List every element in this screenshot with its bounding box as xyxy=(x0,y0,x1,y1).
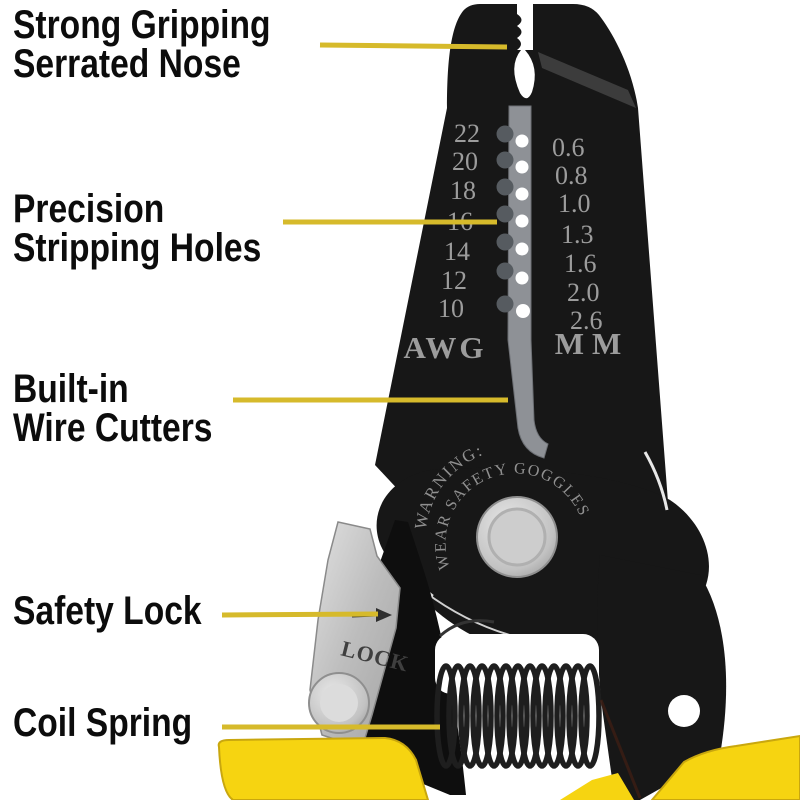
coil-spring xyxy=(434,663,602,769)
annotation-stripping-holes: Precision Stripping Holes xyxy=(13,187,262,270)
mm-value: 1.0 xyxy=(558,189,591,218)
awg-value: 18 xyxy=(450,176,476,205)
pivot-rivet-center xyxy=(487,507,547,567)
leader-line-safety-lock xyxy=(221,611,379,618)
mm-header: MM xyxy=(555,326,630,361)
annotation-line: Coil Spring xyxy=(13,701,193,745)
stripping-notches xyxy=(496,125,514,313)
mm-column: 0.6 0.8 1.0 1.3 1.6 2.0 2.6 MM xyxy=(552,133,630,361)
annotation-safety-lock: Safety Lock xyxy=(13,589,202,633)
nose-serration-gap xyxy=(517,0,533,50)
annotation-line: Strong Gripping xyxy=(13,3,271,47)
right-handle-shadow xyxy=(599,699,642,799)
leader-lines xyxy=(221,42,508,730)
awg-value: 20 xyxy=(452,147,478,176)
awg-value: 14 xyxy=(444,237,470,266)
awg-header: AWG xyxy=(403,330,486,365)
mm-value: 0.6 xyxy=(552,133,585,162)
annotation-line: Built-in xyxy=(13,367,129,411)
mm-value: 0.8 xyxy=(555,161,588,190)
jaw-highlight xyxy=(538,52,636,108)
nose-leaf-cutout xyxy=(514,50,535,99)
mm-value: 1.3 xyxy=(561,220,594,249)
annotation-line: Precision xyxy=(13,187,165,231)
annotation-line: Wire Cutters xyxy=(13,405,213,450)
stripping-holes xyxy=(515,134,530,318)
annotation-coil-spring: Coil Spring xyxy=(13,701,193,745)
mm-value: 2.6 xyxy=(570,306,603,335)
annotation-serrated-nose: Strong Gripping Serrated Nose xyxy=(13,3,271,86)
annotation-line: Serrated Nose xyxy=(13,41,241,86)
right-arm-hole xyxy=(668,695,700,727)
awg-value: 10 xyxy=(438,294,464,323)
spring-wire-end xyxy=(438,619,495,638)
annotation-line: Safety Lock xyxy=(13,589,202,633)
mm-value: 2.0 xyxy=(567,278,600,307)
right-arm xyxy=(597,555,727,800)
awg-value: 22 xyxy=(454,119,480,148)
annotation-line: Stripping Holes xyxy=(13,225,262,270)
awg-value: 12 xyxy=(441,266,467,295)
right-handle-back xyxy=(560,773,634,800)
lock-rivet-center xyxy=(320,684,358,722)
right-handle xyxy=(650,734,800,800)
left-handle xyxy=(217,736,430,800)
leader-line-serrated-nose xyxy=(319,42,508,50)
annotation-wire-cutters: Built-in Wire Cutters xyxy=(13,367,213,450)
half-separation-right xyxy=(643,451,669,511)
mm-value: 1.6 xyxy=(564,249,597,278)
